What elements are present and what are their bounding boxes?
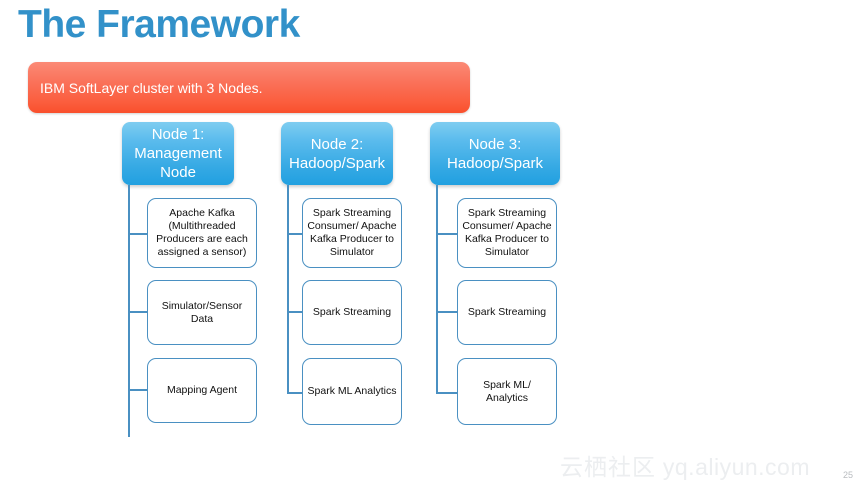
cluster-banner-text: IBM SoftLayer cluster with 3 Nodes. [40,80,263,96]
connector-branch-3-3 [436,392,458,394]
connector-branch-3-1 [436,233,458,235]
connector-branch-3-2 [436,311,458,313]
connector-branch-1-3 [128,389,148,391]
node-item-label: Mapping Agent [166,384,238,396]
node-item-label: Spark ML/ Analytics [483,378,531,404]
node-item-label: Spark ML Analytics [307,385,397,397]
connector-branch-1-2 [128,311,148,313]
connector-branch-2-3 [287,392,303,394]
node-item-label: Apache Kafka (Multithreaded Producers ar… [156,207,248,258]
node-item-label: Spark Streaming Consumer/ Apache Kafka P… [307,207,397,258]
watermark-cn-text: 云栖社区 [560,454,656,480]
watermark: 云栖社区 yq.aliyun.com [560,448,810,482]
node-item-box[interactable]: Spark Streaming [457,280,557,345]
node-item-box[interactable]: Spark Streaming Consumer/ Apache Kafka P… [457,198,557,268]
connector-branch-1-1 [128,233,148,235]
connector-branch-2-1 [287,233,303,235]
page-number: 25 [843,470,854,480]
node-header-3[interactable]: Node 3:Hadoop/Spark [430,122,560,185]
watermark-url-text: yq.aliyun.com [662,454,811,480]
node-item-box[interactable]: Simulator/Sensor Data [147,280,257,345]
node-item-label: Spark Streaming [467,306,547,318]
node-item-label: Spark Streaming Consumer/ Apache Kafka P… [462,207,552,258]
node-item-box[interactable]: Spark ML Analytics [302,358,402,425]
cluster-banner: IBM SoftLayer cluster with 3 Nodes. [28,62,470,113]
connector-trunk-3 [436,185,438,394]
connector-branch-2-2 [287,311,303,313]
node-item-box[interactable]: Spark Streaming Consumer/ Apache Kafka P… [302,198,402,268]
page-title: The Framework [18,3,300,46]
node-header-2[interactable]: Node 2:Hadoop/Spark [281,122,393,185]
node-item-box[interactable]: Mapping Agent [147,358,257,423]
connector-trunk-2 [287,185,289,394]
node-item-box[interactable]: Spark ML/ Analytics [457,358,557,425]
node-item-box[interactable]: Apache Kafka (Multithreaded Producers ar… [147,198,257,268]
node-item-box[interactable]: Spark Streaming [302,280,402,345]
node-item-label: Spark Streaming [312,306,392,318]
node-item-label: Simulator/Sensor Data [161,299,243,325]
